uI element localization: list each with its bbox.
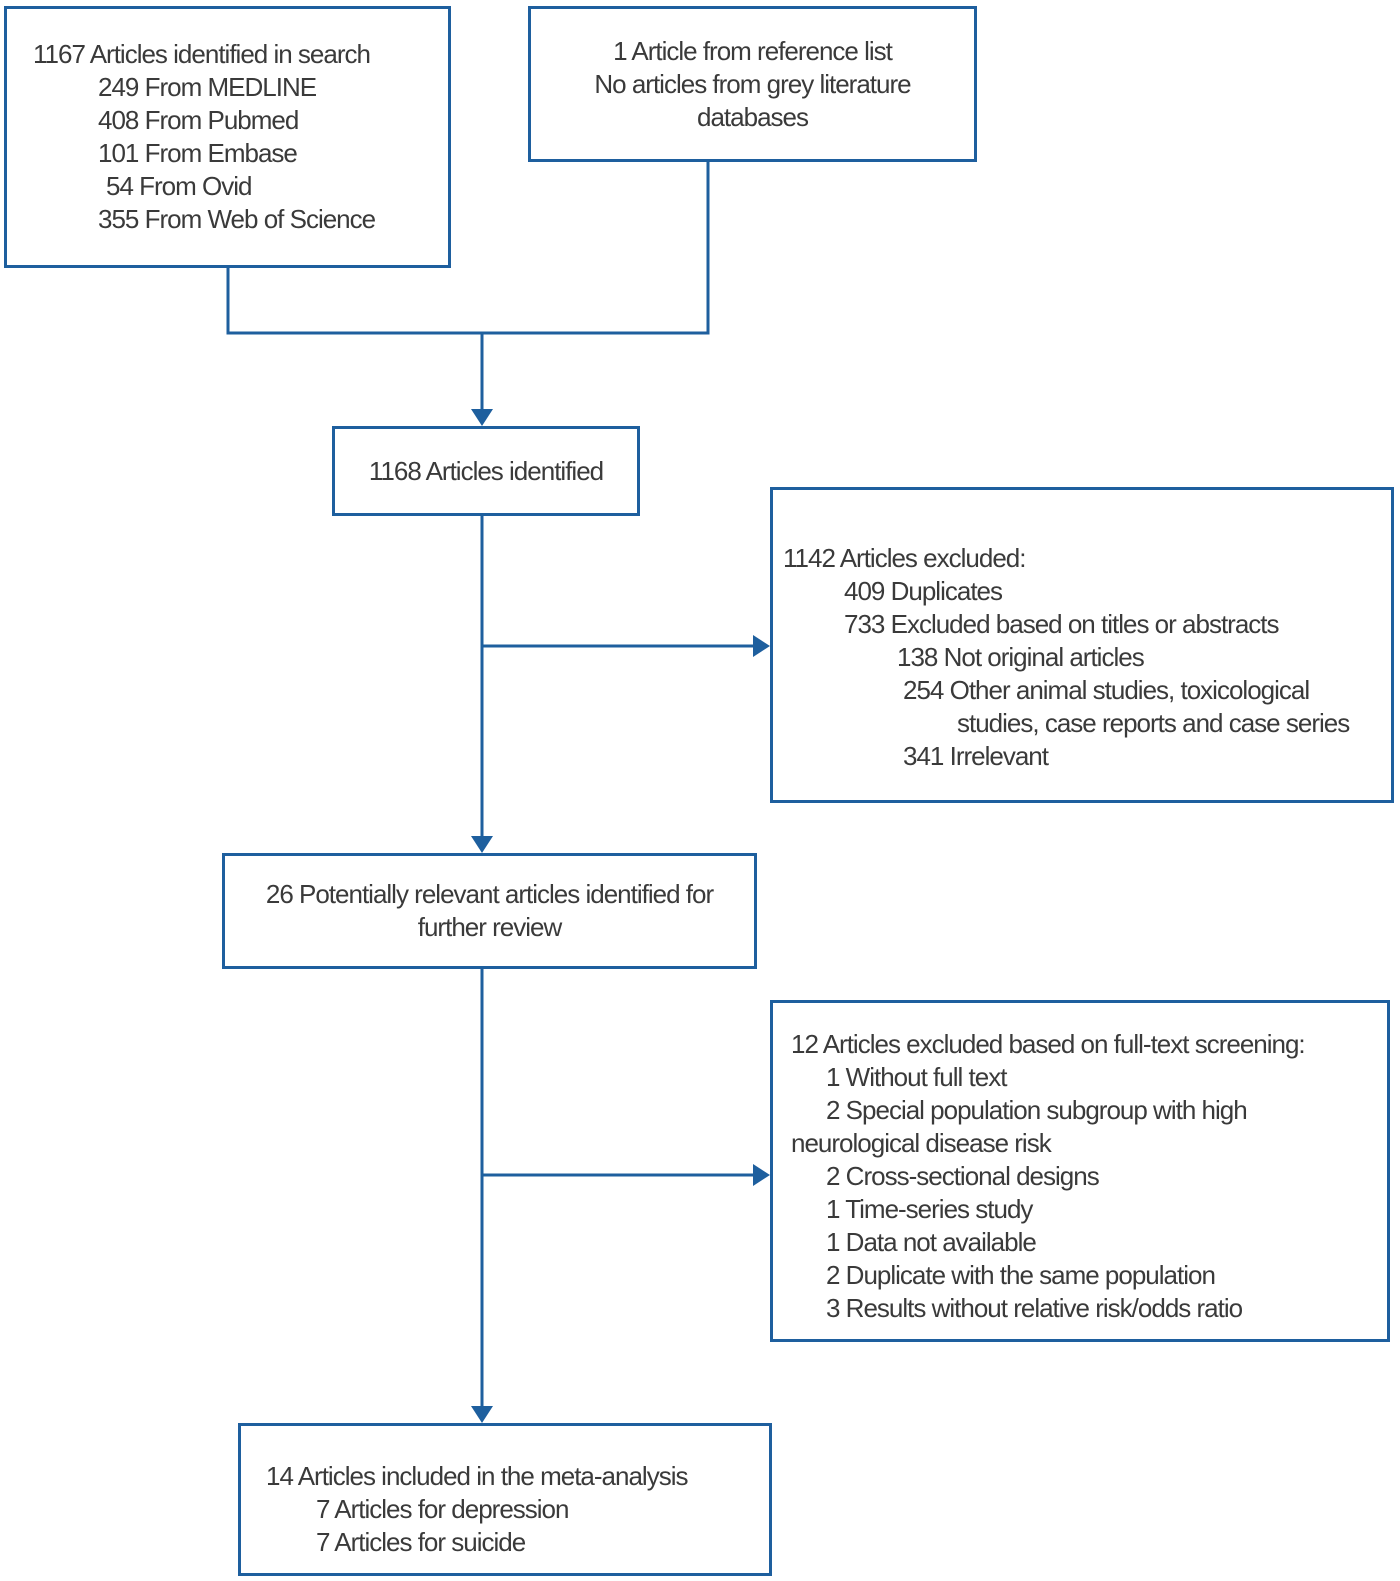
box-line: 409 Duplicates xyxy=(844,575,1003,606)
box-line: 254 Other animal studies, toxicological xyxy=(903,674,1310,705)
arrowhead-down-3 xyxy=(471,1406,493,1423)
arrowhead-down-1 xyxy=(471,409,493,426)
box-line: studies, case reports and case series xyxy=(957,707,1350,738)
box-line: neurological disease risk xyxy=(791,1127,1052,1158)
box-line: further review xyxy=(417,912,563,942)
box-line: 14 Articles included in the meta-analysi… xyxy=(266,1461,688,1491)
box-excluded-titles-abstracts: 1142 Articles excluded: 409 Duplicates 7… xyxy=(770,487,1394,803)
box-line: 54 From Ovid xyxy=(106,171,253,201)
box-line: 249 From MEDLINE xyxy=(98,72,317,102)
box-line: 12 Articles excluded based on full-text … xyxy=(791,1028,1306,1059)
box-line: 355 From Web of Science xyxy=(98,204,376,234)
box-potentially-relevant: 26 Potentially relevant articles identif… xyxy=(222,853,757,969)
box-line: databases xyxy=(697,101,809,132)
arrowhead-right-1 xyxy=(753,635,770,657)
box-line: 1167 Articles identified in search xyxy=(33,39,371,69)
box-line: 1 Time-series study xyxy=(826,1193,1033,1224)
box-line: 1168 Articles identified xyxy=(368,455,604,486)
box-line: 3 Results without relative risk/odds rat… xyxy=(826,1292,1243,1323)
arrowhead-down-2 xyxy=(471,836,493,853)
connector-merge-line xyxy=(226,162,710,335)
box-line: 408 From Pubmed xyxy=(98,105,299,135)
box-line: 1 Data not available xyxy=(826,1226,1037,1257)
box-line: 26 Potentially relevant articles identif… xyxy=(265,879,714,909)
arrowhead-right-2 xyxy=(753,1164,770,1186)
box-line: 138 Not original articles xyxy=(897,641,1145,672)
box-line: 2 Cross-sectional designs xyxy=(826,1160,1100,1191)
box-line: 1 Without full text xyxy=(826,1061,1007,1092)
box-search-identified: 1167 Articles identified in search 249 F… xyxy=(4,6,451,268)
box-line: No articles from grey literature xyxy=(594,68,911,99)
box-line: 341 Irrelevant xyxy=(903,740,1049,771)
box-line: 2 Duplicate with the same population xyxy=(826,1259,1216,1290)
box-line: 1 Article from reference list xyxy=(613,35,893,66)
box-line: 733 Excluded based on titles or abstract… xyxy=(844,608,1280,639)
box-reference-list: 1 Article from reference list No article… xyxy=(528,6,977,162)
box-excluded-fulltext: 12 Articles excluded based on full-text … xyxy=(770,1000,1390,1342)
box-line: 101 From Embase xyxy=(98,138,298,168)
box-line: 2 Special population subgroup with high xyxy=(826,1094,1248,1125)
box-line: 1142 Articles excluded: xyxy=(783,542,1026,573)
box-line: 7 Articles for depression xyxy=(316,1494,569,1524)
box-line: 7 Articles for suicide xyxy=(316,1527,526,1557)
box-articles-identified: 1168 Articles identified xyxy=(332,426,640,516)
box-included-meta-analysis: 14 Articles included in the meta-analysi… xyxy=(238,1423,772,1576)
